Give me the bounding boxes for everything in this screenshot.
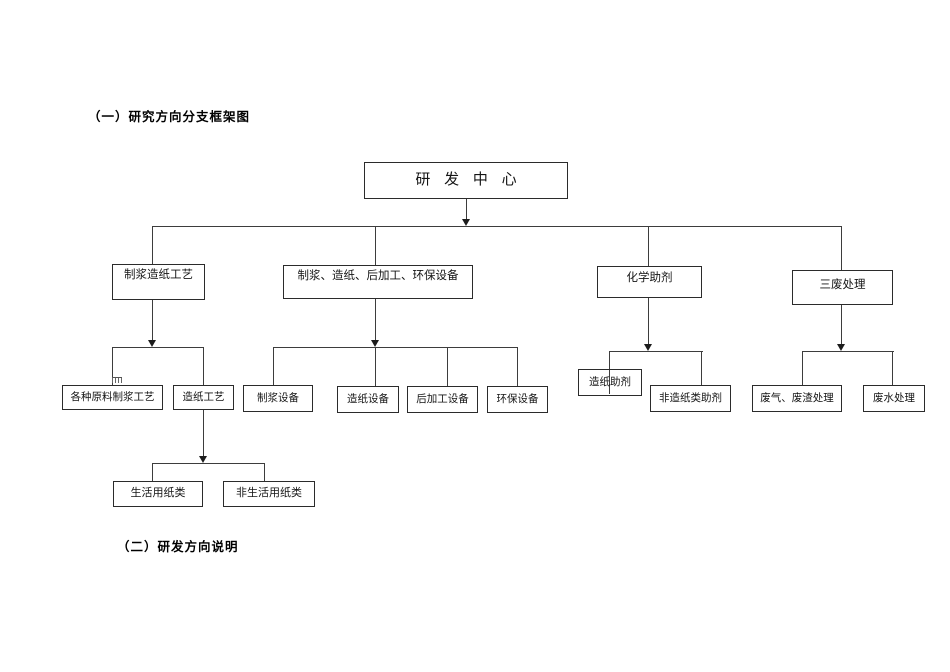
connector-to-equipment <box>375 226 376 265</box>
connector-chemical-additives-drop <box>648 298 649 345</box>
node-post-processing-equipment: 后加工设备 <box>407 386 478 413</box>
node-pulping-equipment: 制浆设备 <box>243 385 313 412</box>
connector-paper-class-rail <box>152 463 265 464</box>
connector-to-non-papermaking-additives <box>701 351 702 385</box>
connector-to-papermaking-tech <box>203 347 204 385</box>
arrowhead-pulping-tech <box>148 340 156 347</box>
connector-papermaking-tech-drop <box>203 410 204 457</box>
connector-to-papermaking-equipment <box>375 347 376 386</box>
connector-to-household-paper <box>152 463 153 481</box>
connector-three-wastes-rail <box>802 351 894 352</box>
connector-to-non-household-paper <box>264 463 265 481</box>
node-chemical-additives: 化学助剂 <box>597 266 702 298</box>
connector-equipment-drop <box>375 299 376 341</box>
connector-three-wastes-drop <box>841 305 842 345</box>
node-environmental-protection-equipment: 环保设备 <box>487 386 548 413</box>
connector-to-papermaking-additives <box>609 351 610 394</box>
arrowhead-three-wastes <box>837 344 845 351</box>
node-household-paper: 生活用纸类 <box>113 481 203 507</box>
connector-to-environmental-equipment <box>517 347 518 386</box>
node-papermaking-equipment: 造纸设备 <box>337 386 399 413</box>
node-non-household-paper: 非生活用纸类 <box>223 481 315 507</box>
stray-mark <box>112 377 122 383</box>
node-papermaking-tech: 造纸工艺 <box>173 385 234 410</box>
arrowhead-papermaking-tech <box>199 456 207 463</box>
connector-to-pulping-papermaking-tech <box>152 226 153 264</box>
connector-to-three-wastes <box>841 226 842 270</box>
node-waste-water-treatment: 废水处理 <box>863 385 925 412</box>
section-heading-1: （一）研究方向分支框架图 <box>88 110 251 124</box>
node-pulping-papermaking-tech: 制浆造纸工艺 <box>112 264 205 300</box>
connector-to-chemical-additives <box>648 226 649 266</box>
connector-to-waste-water <box>892 351 893 385</box>
connector-pulping-tech-rail <box>112 347 204 348</box>
node-equipment: 制浆、造纸、后加工、环保设备 <box>283 265 473 299</box>
connector-pulping-tech-drop <box>152 300 153 341</box>
connector-root-drop <box>466 199 467 220</box>
node-papermaking-additives: 造纸助剂 <box>578 369 642 396</box>
node-rd-center: 研 发 中 心 <box>364 162 568 199</box>
connector-equipment-rail <box>273 347 518 348</box>
node-three-wastes-treatment: 三废处理 <box>792 270 893 305</box>
connector-chemical-additives-rail <box>609 351 703 352</box>
node-raw-material-pulping-tech: 各种原料制浆工艺 <box>62 385 163 410</box>
node-non-papermaking-additives: 非造纸类助剂 <box>650 385 731 412</box>
section-heading-2: （二）研发方向说明 <box>117 540 239 554</box>
connector-to-post-processing-equipment <box>447 347 448 386</box>
arrowhead-equipment <box>371 340 379 347</box>
arrowhead-root <box>462 219 470 226</box>
connector-to-pulping-equipment <box>273 347 274 385</box>
node-waste-gas-residue-treatment: 废气、废渣处理 <box>752 385 842 412</box>
connector-to-raw-material-pulping <box>112 347 113 385</box>
connector-to-waste-gas-residue <box>802 351 803 385</box>
arrowhead-chemical-additives <box>644 344 652 351</box>
connector-level1-rail <box>152 226 842 227</box>
